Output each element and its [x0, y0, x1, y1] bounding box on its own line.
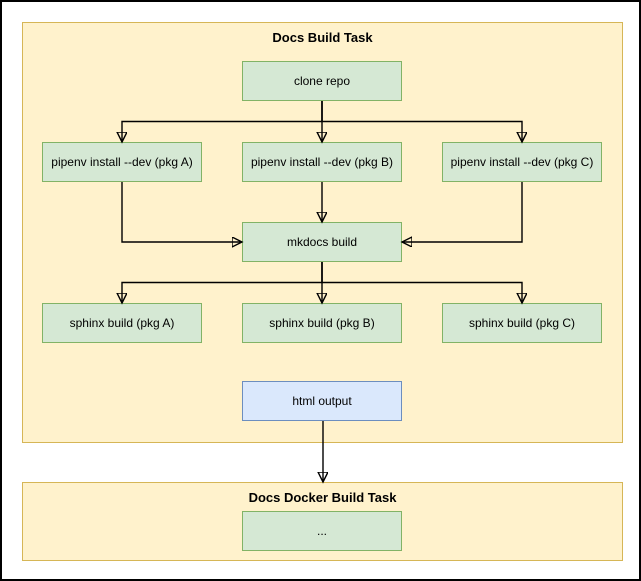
- node-sphinx-build-pkg-c: sphinx build (pkg C): [442, 303, 602, 343]
- node-pipenv-install-pkg-b: pipenv install --dev (pkg B): [242, 142, 402, 182]
- group-docs-build-task-title: Docs Build Task: [272, 30, 373, 45]
- node-html-output: html output: [242, 381, 402, 421]
- group-docs-docker-build-task-title: Docs Docker Build Task: [248, 490, 397, 505]
- node-clone-repo: clone repo: [242, 61, 402, 101]
- node-pipenv-install-pkg-a: pipenv install --dev (pkg A): [42, 142, 202, 182]
- node-sphinx-build-pkg-a: sphinx build (pkg A): [42, 303, 202, 343]
- node-sphinx-build-pkg-b: sphinx build (pkg B): [242, 303, 402, 343]
- node-pipenv-install-pkg-c: pipenv install --dev (pkg C): [442, 142, 602, 182]
- node-mkdocs-build: mkdocs build: [242, 222, 402, 262]
- node-docker-placeholder: ...: [242, 511, 402, 551]
